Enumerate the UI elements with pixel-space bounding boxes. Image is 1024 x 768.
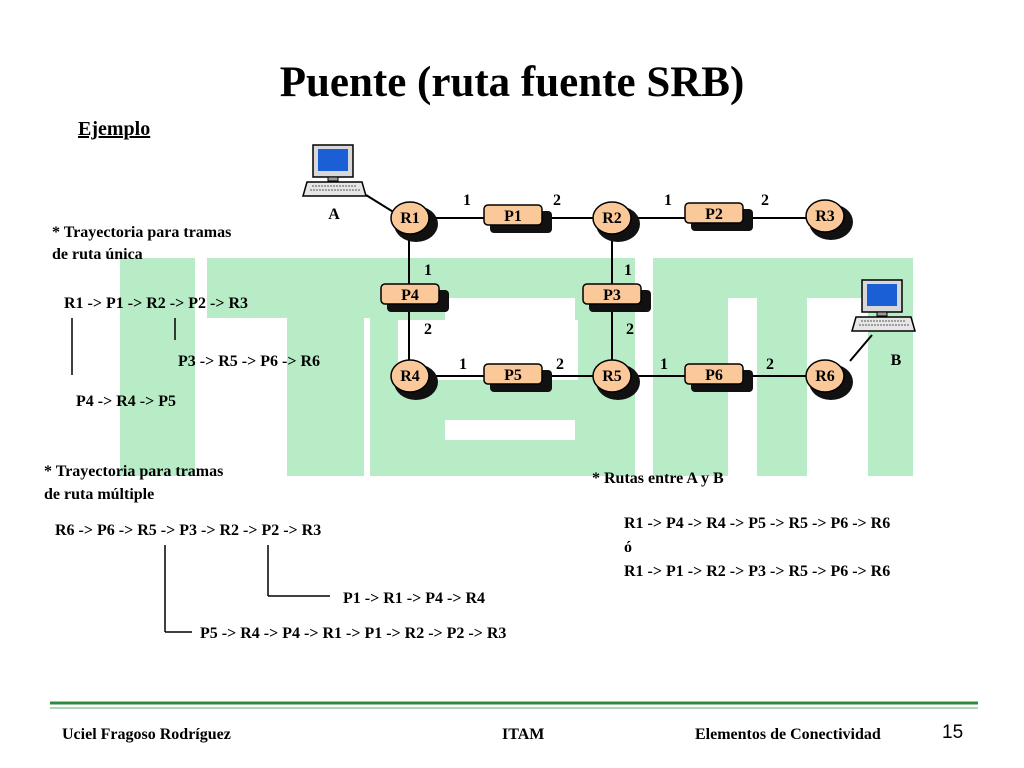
single-route-branch-2: P4 -> R4 -> P5 (76, 393, 176, 410)
bridge-p4 (380, 283, 440, 305)
bridge-p6 (684, 363, 744, 385)
port-label: 2 (766, 356, 774, 373)
multi-route-heading-2: de ruta múltiple (44, 486, 155, 503)
bridge-label: P4 (401, 287, 419, 304)
port-label: 2 (556, 356, 564, 373)
bridge-label: P6 (705, 367, 723, 384)
router-nodes (390, 199, 853, 400)
bridge-p3 (582, 283, 642, 305)
port-label: 1 (459, 356, 467, 373)
host-a-label: A (328, 206, 340, 223)
routes-ab-heading: * Rutas entre A y B (592, 470, 724, 487)
host-b-label: B (891, 352, 902, 369)
computer-icon (302, 144, 367, 197)
router-label: R3 (815, 208, 835, 225)
routes-ab-route-1: R1 -> P4 -> R4 -> P5 -> R5 -> P6 -> R6 (624, 515, 891, 532)
router-label: R1 (400, 210, 420, 227)
port-label: 1 (624, 262, 632, 279)
port-label: 2 (424, 321, 432, 338)
router-r6 (805, 359, 845, 393)
single-route-branch-1: P3 -> R5 -> P6 -> R6 (178, 353, 320, 370)
bridge-label: P1 (504, 208, 522, 225)
port-label: 2 (553, 192, 561, 209)
subheading: Ejemplo (78, 118, 151, 140)
single-route-heading-2: de ruta única (52, 246, 143, 263)
footer-institution: ITAM (502, 726, 545, 743)
router-r1 (390, 201, 430, 235)
page-number: 15 (942, 722, 964, 743)
router-r2 (592, 201, 632, 235)
routes-ab-or: ó (624, 539, 632, 556)
footer-author: Uciel Fragoso Rodríguez (62, 726, 231, 743)
bridge-p5 (483, 363, 543, 385)
single-route-heading-1: * Trayectoria para tramas (52, 224, 232, 241)
port-label: 1 (660, 356, 668, 373)
page-title: Puente (ruta fuente SRB) (279, 59, 745, 106)
router-label: R6 (815, 368, 835, 385)
router-r5 (592, 359, 632, 393)
router-label: R4 (400, 368, 420, 385)
port-label: 1 (424, 262, 432, 279)
bridge-label: P2 (705, 206, 723, 223)
port-label: 1 (664, 192, 672, 209)
footer-topic: Elementos de Conectividad (695, 726, 881, 743)
router-label: R2 (602, 210, 622, 227)
routes-ab-route-2: R1 -> P1 -> R2 -> P3 -> R5 -> P6 -> R6 (624, 563, 891, 580)
multi-route-branch-1: P1 -> R1 -> P4 -> R4 (343, 590, 485, 607)
computer-icon (851, 279, 916, 332)
router-r3 (805, 199, 845, 233)
multi-route-main: R6 -> P6 -> R5 -> P3 -> R2 -> P2 -> R3 (55, 522, 322, 539)
multi-route-branch-2: P5 -> R4 -> P4 -> R1 -> P1 -> R2 -> P2 -… (200, 625, 507, 642)
bridge-label: P5 (504, 367, 522, 384)
router-label: R5 (602, 368, 622, 385)
single-route-main: R1 -> P1 -> R2 -> P2 -> R3 (64, 295, 248, 312)
router-r4 (390, 359, 430, 393)
bridge-p2 (684, 202, 744, 224)
bridge-p1 (483, 204, 543, 226)
bridge-label: P3 (603, 287, 621, 304)
port-label: 2 (626, 321, 634, 338)
bridge-nodes (380, 202, 753, 392)
port-label: 1 (463, 192, 471, 209)
port-label: 2 (761, 192, 769, 209)
multi-route-heading-1: * Trayectoria para tramas (44, 463, 224, 480)
